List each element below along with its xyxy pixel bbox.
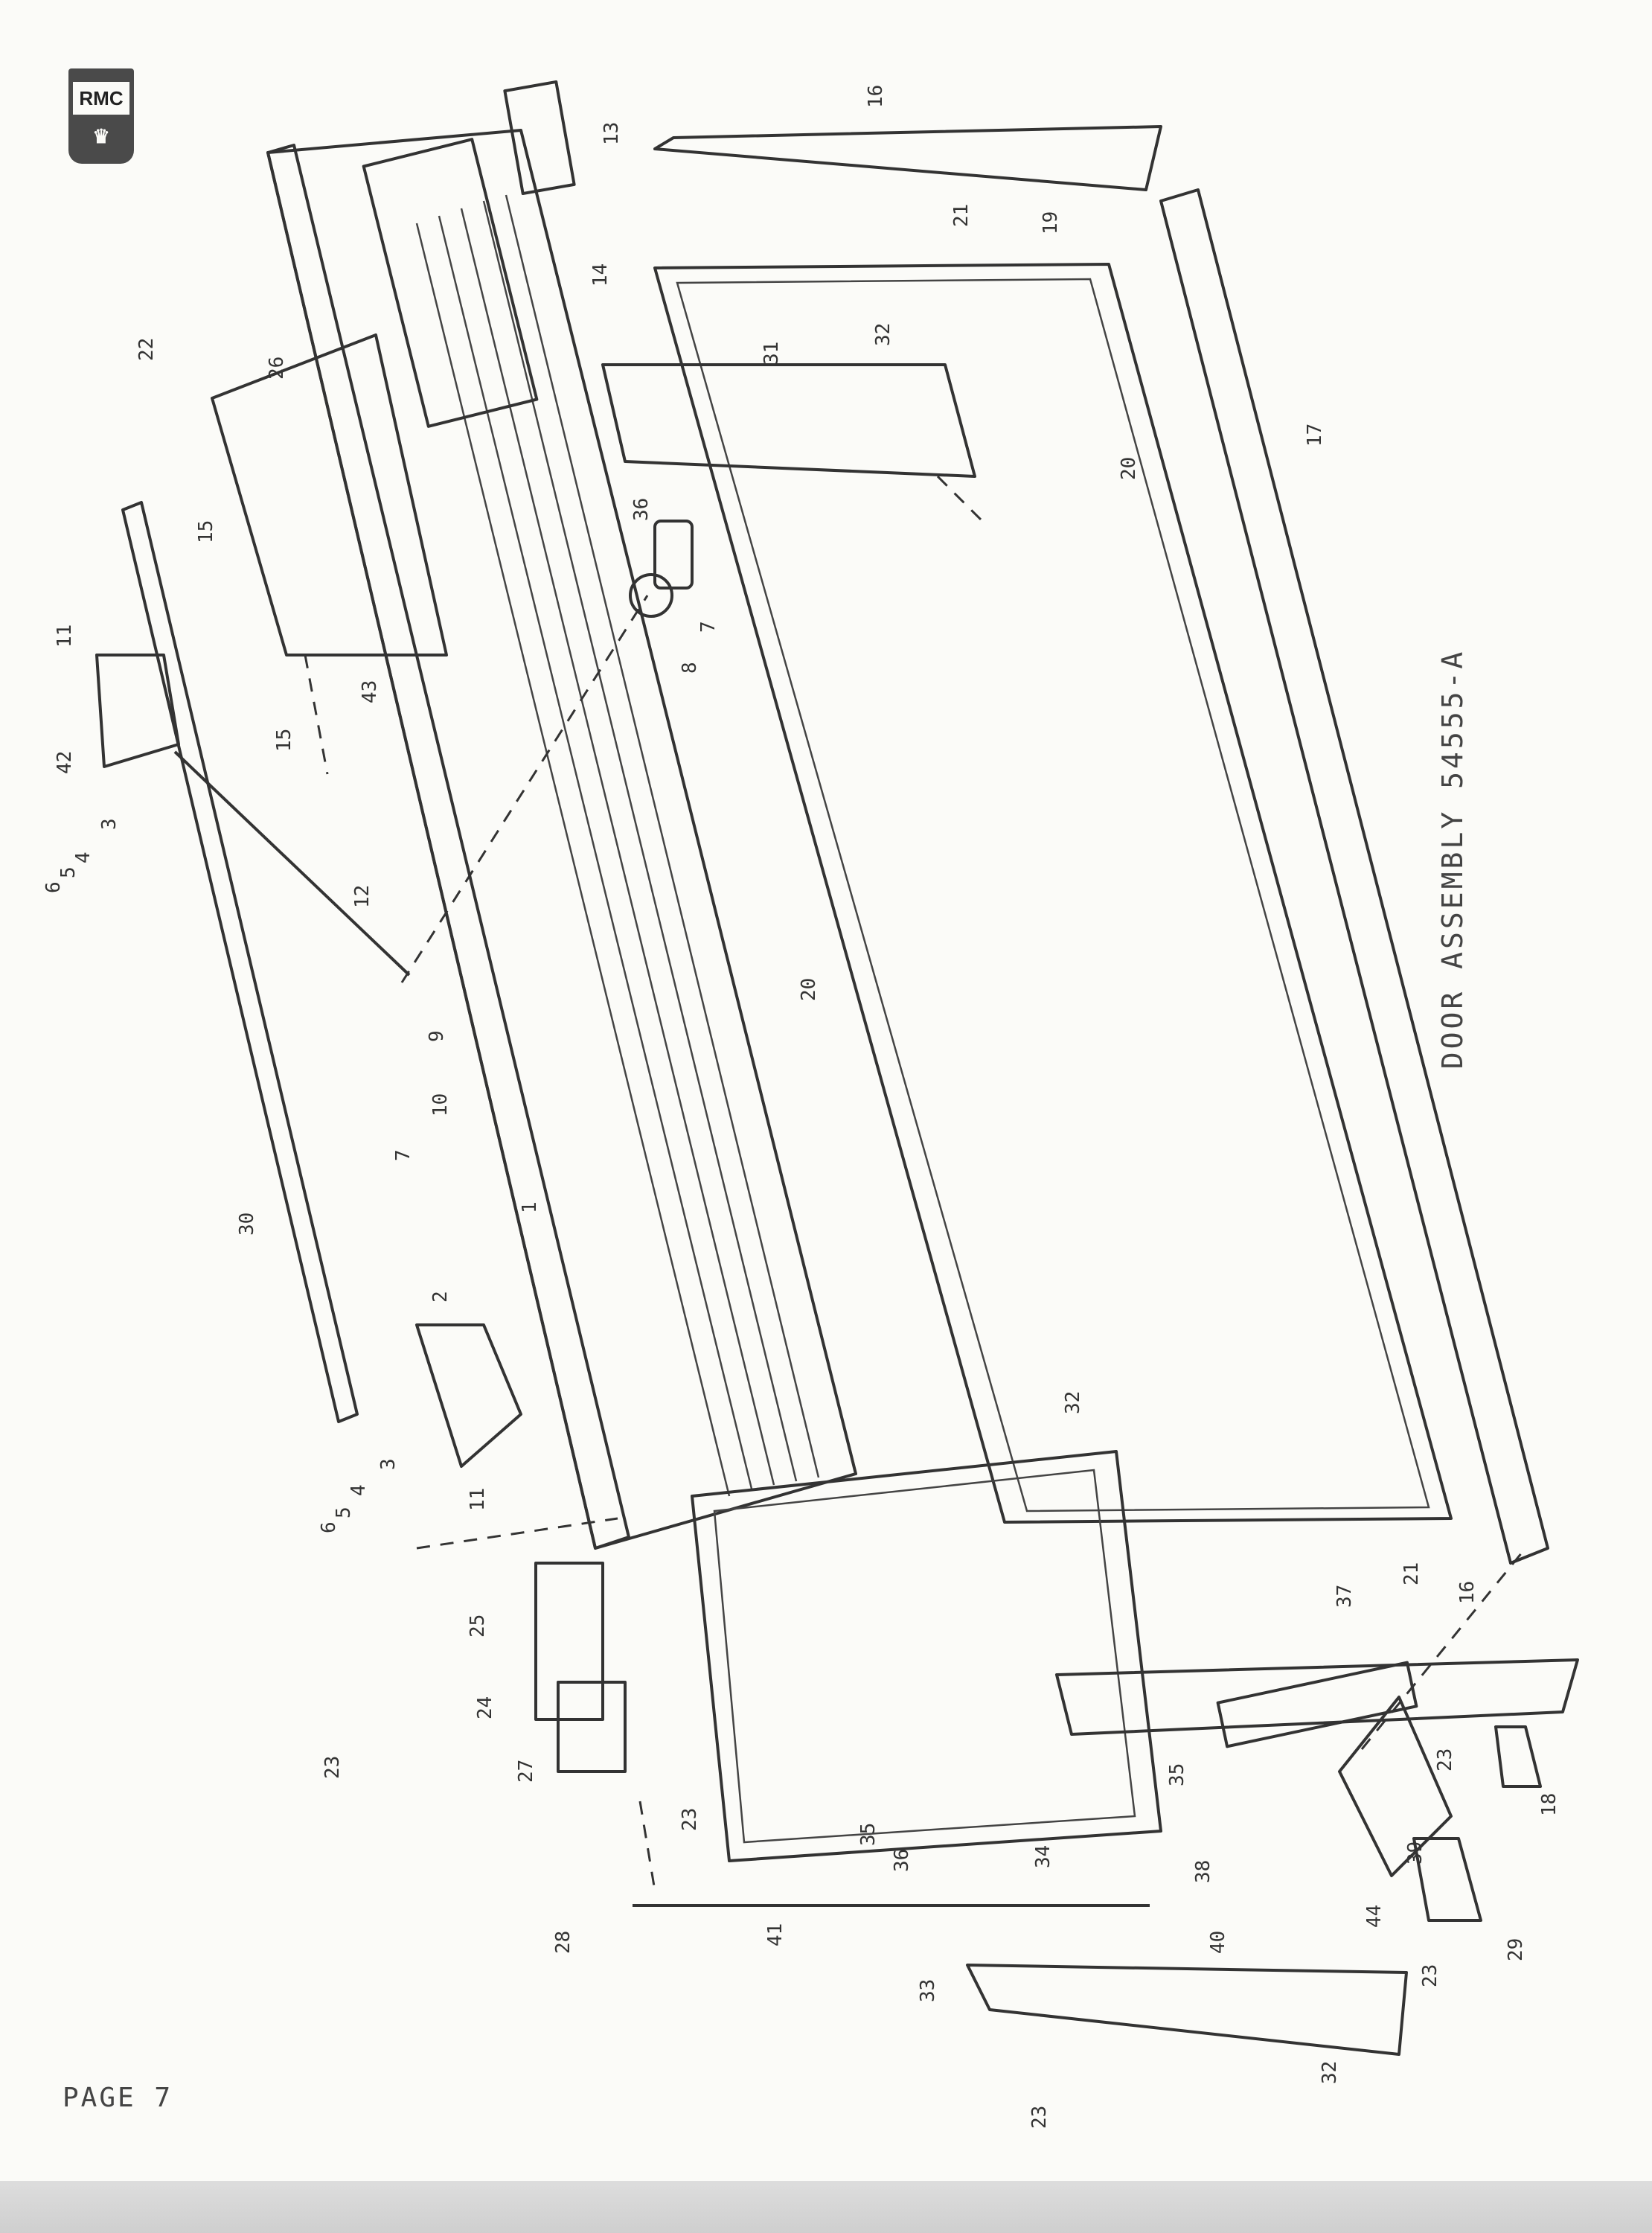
part-25-latch-bracket (534, 1562, 604, 1721)
callout-6: 6 (318, 1521, 340, 1533)
part-33-lower-bracket (966, 1964, 1408, 2056)
callout-35: 35 (1166, 1763, 1188, 1786)
callout-11: 11 (54, 624, 76, 648)
logo-text: RMC (73, 82, 129, 115)
callout-10: 10 (429, 1093, 452, 1116)
callout-41: 41 (764, 1923, 787, 1946)
callout-5: 5 (333, 1507, 355, 1518)
crown-icon: ♛ (92, 125, 110, 147)
callout-31: 31 (761, 342, 783, 365)
callout-8: 8 (679, 662, 701, 674)
callout-21: 21 (1400, 1562, 1423, 1585)
callout-11: 11 (467, 1488, 489, 1511)
callout-36: 36 (891, 1849, 913, 1872)
callout-14: 14 (589, 263, 612, 287)
callout-23: 23 (321, 1756, 344, 1779)
callout-5: 5 (57, 866, 80, 878)
callout-6: 6 (42, 881, 65, 893)
callout-16: 16 (1456, 1581, 1479, 1604)
assembly-line (1360, 1547, 1527, 1750)
callout-29: 29 (1505, 1938, 1527, 1961)
callout-7: 7 (392, 1149, 414, 1161)
part-30-side-rail (121, 501, 359, 1423)
callout-15: 15 (195, 520, 217, 543)
callout-36: 36 (630, 498, 653, 521)
part-16-trim-bottom (1055, 1658, 1579, 1736)
assembly-line (400, 595, 649, 983)
callout-35: 35 (857, 1823, 880, 1846)
callout-13: 13 (601, 122, 623, 145)
callout-27: 27 (515, 1760, 537, 1783)
part-43-back-plate (211, 333, 448, 657)
callout-16: 16 (865, 85, 887, 108)
callout-40: 40 (1207, 1931, 1229, 1954)
callout-43: 43 (359, 680, 381, 703)
part-13-nameplate (503, 80, 576, 196)
callout-38: 38 (1192, 1860, 1214, 1883)
diagram-title: DOOR ASSEMBLY 54555-A (1436, 648, 1469, 1070)
part-8-lock-ring (629, 573, 673, 618)
callout-24: 24 (474, 1696, 496, 1719)
callout-26: 26 (266, 357, 288, 380)
callout-44: 44 (1363, 1905, 1386, 1928)
callout-39: 39 (1404, 1841, 1427, 1865)
callout-37: 37 (1334, 1585, 1356, 1608)
callout-22: 22 (135, 338, 158, 361)
rmc-logo: RMC ♛ (68, 68, 134, 164)
callout-3: 3 (377, 1458, 400, 1470)
callout-32: 32 (872, 323, 894, 346)
part-31-side-plate (601, 363, 976, 478)
part-16-trim-top (653, 125, 1162, 191)
assembly-line (936, 475, 984, 523)
part-42-hinge-bracket (95, 654, 180, 768)
callout-18: 18 (1538, 1793, 1560, 1816)
callout-17: 17 (1304, 424, 1326, 447)
assembly-line (304, 654, 329, 775)
callout-42: 42 (54, 751, 76, 774)
part-38-hinge (1216, 1661, 1418, 1748)
callout-21: 21 (950, 204, 973, 227)
callout-1: 1 (519, 1201, 541, 1213)
part-17-bottom-rail (1159, 188, 1549, 1565)
part-44-bracket (1338, 1696, 1453, 1877)
callout-15: 15 (273, 729, 295, 752)
callout-7: 7 (697, 621, 720, 633)
callout-23: 23 (679, 1808, 701, 1831)
scan-bottom-edge (0, 2181, 1652, 2233)
callout-30: 30 (236, 1213, 258, 1236)
callout-9: 9 (426, 1030, 448, 1042)
callout-23: 23 (1419, 1964, 1441, 1987)
callout-25: 25 (467, 1614, 489, 1638)
part-18-clip (1494, 1725, 1542, 1788)
callout-20: 20 (798, 978, 820, 1001)
page-number: PAGE 7 (63, 2083, 173, 2113)
part-29-corner-bracket (1412, 1837, 1482, 1922)
part-27-latch-plate (557, 1681, 627, 1773)
callout-23: 23 (1028, 2106, 1051, 2129)
part-14-window-frame (362, 138, 539, 428)
callout-32: 32 (1319, 2061, 1341, 2084)
callout-19: 19 (1040, 211, 1062, 234)
part-7-lock-cylinder (653, 520, 694, 590)
part-1-louver-panel (266, 129, 857, 1550)
callout-33: 33 (917, 1979, 939, 2002)
callout-23: 23 (1434, 1748, 1456, 1772)
part-34-lower-door (691, 1450, 1162, 1862)
part-2-hinge-bracket (415, 1323, 522, 1468)
callout-32: 32 (1062, 1391, 1084, 1414)
callout-4: 4 (72, 852, 95, 863)
callout-20: 20 (1118, 457, 1140, 480)
callout-3: 3 (98, 818, 121, 830)
callout-12: 12 (351, 885, 374, 908)
callout-28: 28 (552, 1931, 574, 1954)
part-12-rod (173, 750, 411, 977)
callout-34: 34 (1032, 1845, 1054, 1868)
callout-2: 2 (429, 1291, 452, 1303)
callout-4: 4 (348, 1484, 370, 1496)
assembly-line (638, 1801, 656, 1891)
part-19-door-frame (653, 263, 1453, 1524)
assembly-line (416, 1517, 618, 1550)
